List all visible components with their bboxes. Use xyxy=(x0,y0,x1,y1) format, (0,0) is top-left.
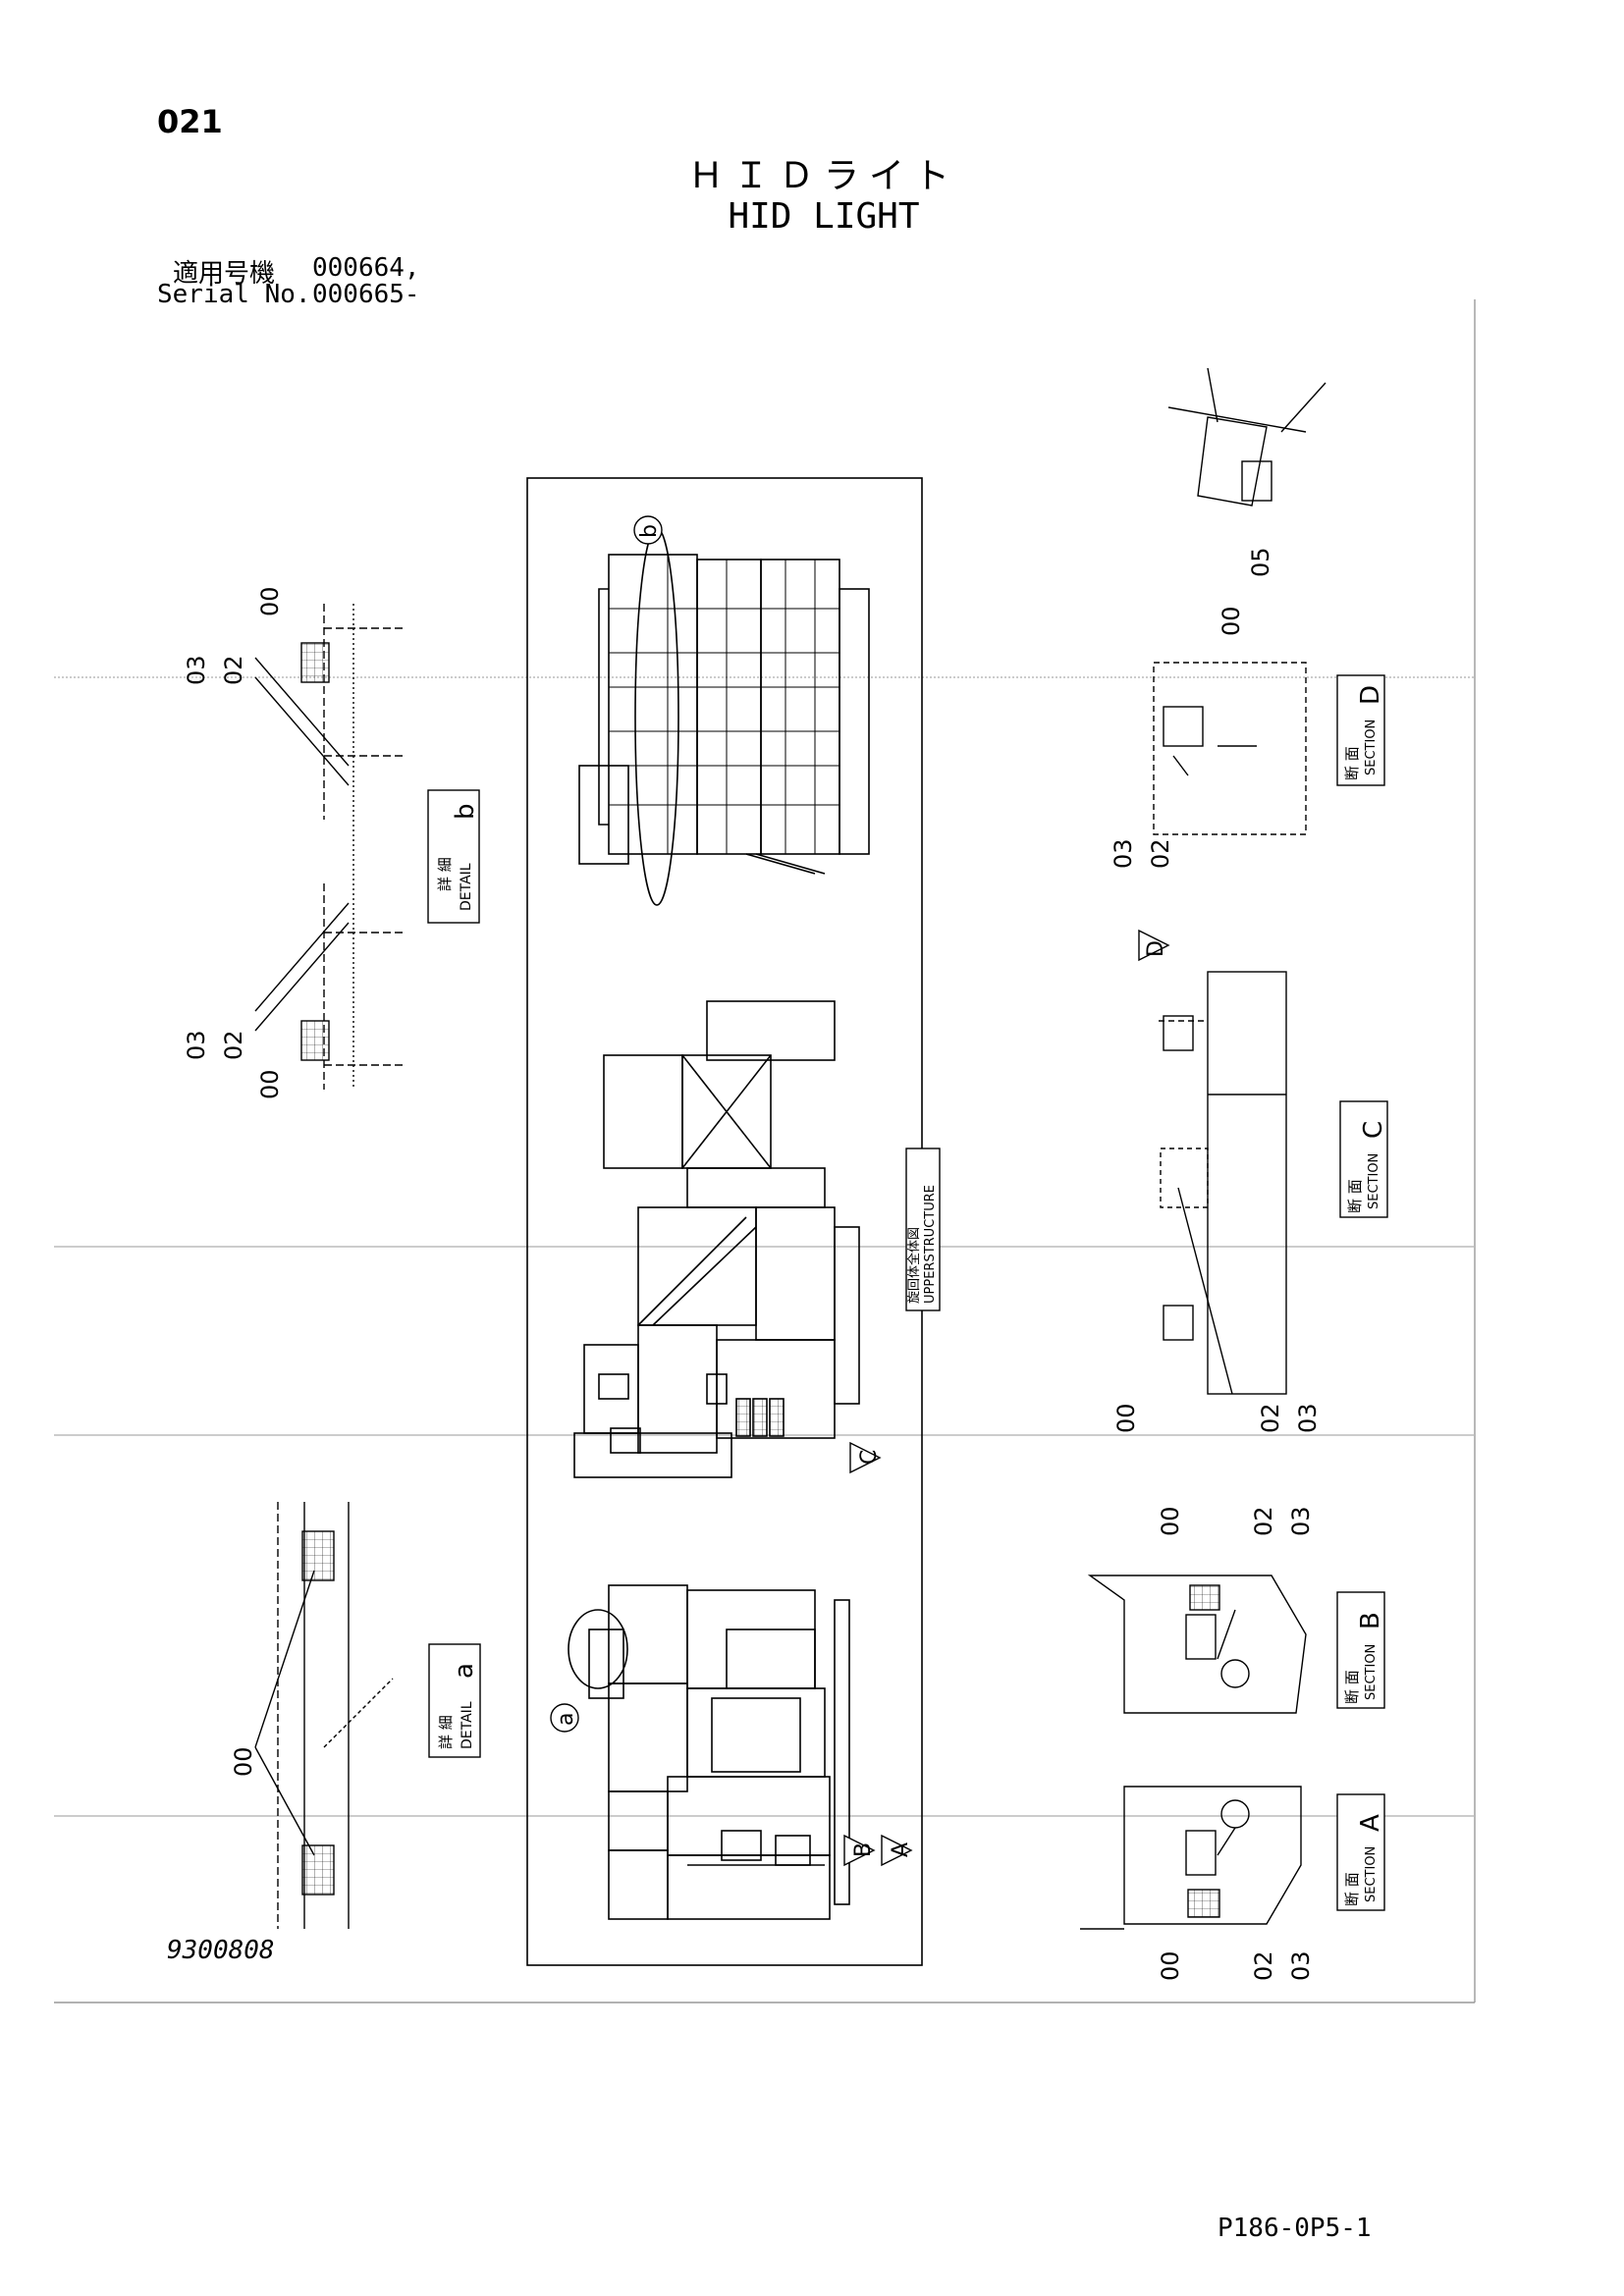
serial-label-en: Serial No. xyxy=(157,280,311,309)
section-a-letter: A xyxy=(1356,1814,1385,1832)
drawing-number: 9300808 xyxy=(167,1936,275,1965)
section-c-letter: C xyxy=(1359,1121,1388,1139)
section-a-callout-03: 03 xyxy=(1287,1950,1315,1981)
detail-a-letter: a xyxy=(450,1663,479,1679)
page-code: P186-0P5-1 xyxy=(1218,2214,1372,2243)
section-b-view xyxy=(1087,1575,1385,1714)
detail-b-callout-02-bottom: 02 xyxy=(220,1030,247,1060)
section-b-callout-03: 03 xyxy=(1287,1506,1315,1536)
section-b-letter: B xyxy=(1356,1612,1385,1629)
upperstructure-label: 旋回体全体図 UPPERSTRUCTURE xyxy=(905,1148,941,1311)
section-a-callout-02: 02 xyxy=(1250,1950,1277,1981)
detail-b-callout-03-bottom: 03 xyxy=(183,1030,210,1060)
arrow-c-letter: C xyxy=(857,1450,882,1465)
section-d-view xyxy=(1153,367,1385,835)
frame xyxy=(54,299,1476,2003)
detail-a-label-en: DETAIL xyxy=(460,1701,475,1749)
detail-b-label-en: DETAIL xyxy=(459,863,474,911)
section-d-callout-03: 03 xyxy=(1110,838,1137,869)
detail-b-letter: b xyxy=(451,803,480,820)
section-d-letter: D xyxy=(1356,685,1385,705)
section-c-label-en: SECTION xyxy=(1367,1153,1381,1209)
section-b-label-en: SECTION xyxy=(1364,1644,1379,1700)
section-d-callout-05: 05 xyxy=(1247,547,1274,577)
view-arrows xyxy=(843,929,1170,1867)
section-d-label-ja: 断 面 xyxy=(1343,746,1361,780)
arrow-d-letter: D xyxy=(1144,940,1168,957)
page-number: 021 xyxy=(157,103,223,140)
detail-b-callout-02-top: 02 xyxy=(220,655,247,685)
upperstructure-label-en: UPPERSTRUCTURE xyxy=(923,1185,938,1304)
detail-b-view xyxy=(254,604,480,1090)
section-c-callout-02: 02 xyxy=(1257,1403,1284,1433)
arrow-a-letter: A xyxy=(889,1842,913,1857)
detail-b-callout-00-bottom: 00 xyxy=(256,1069,284,1099)
part-callouts: 00 03 02 03 02 00 00 05 00 03 02 00 02 0… xyxy=(183,547,1322,1981)
bubble-callouts xyxy=(550,515,663,1733)
section-c-callout-03: 03 xyxy=(1294,1403,1322,1433)
section-c-callout-00: 00 xyxy=(1112,1403,1140,1433)
upperstructure-label-ja: 旋回体全体図 xyxy=(906,1227,922,1304)
section-b-callout-00: 00 xyxy=(1157,1506,1184,1536)
upperstructure-view xyxy=(526,477,923,1966)
section-c-label-ja: 断 面 xyxy=(1346,1179,1364,1213)
section-d-label-en: SECTION xyxy=(1364,720,1379,775)
serial-label-ja: 適用号機 xyxy=(173,259,276,289)
section-b-callout-02: 02 xyxy=(1250,1506,1277,1536)
title-japanese: ＨＩＤライト xyxy=(687,156,959,196)
section-c-view xyxy=(1159,971,1388,1395)
detail-a-label-ja: 詳 細 xyxy=(437,1715,455,1749)
bubble-a: a xyxy=(554,1713,578,1726)
title-english: HID LIGHT xyxy=(728,196,920,237)
detail-b-callout-00-top: 00 xyxy=(256,586,284,616)
bubble-b: b xyxy=(637,524,662,538)
detail-b-callout-03-top: 03 xyxy=(183,655,210,685)
section-a-view xyxy=(1080,1786,1385,1930)
section-b-label-ja: 断 面 xyxy=(1343,1670,1361,1704)
detail-a-view xyxy=(254,1502,481,1929)
serial-value-ja: 000664, xyxy=(312,253,420,283)
section-a-callout-00: 00 xyxy=(1157,1950,1184,1981)
section-d-callout-02: 02 xyxy=(1147,838,1174,869)
section-d-callout-00: 00 xyxy=(1218,606,1245,636)
section-a-label-ja: 断 面 xyxy=(1343,1872,1361,1906)
detail-b-label-ja: 詳 細 xyxy=(436,857,454,891)
serial-value-en: 000665- xyxy=(312,280,420,309)
detail-a-callout-00: 00 xyxy=(230,1746,257,1777)
section-a-label-en: SECTION xyxy=(1364,1846,1379,1902)
arrow-b-letter: B xyxy=(851,1842,876,1857)
